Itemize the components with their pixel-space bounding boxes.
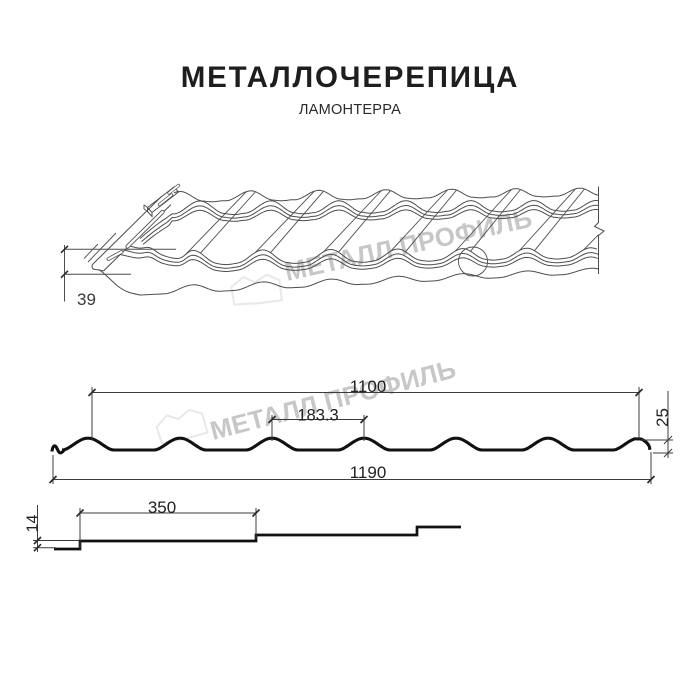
svg-text:350: 350 xyxy=(148,498,176,517)
svg-text:39: 39 xyxy=(77,290,96,309)
svg-text:25: 25 xyxy=(653,408,672,427)
svg-text:1100: 1100 xyxy=(350,377,387,396)
svg-text:14: 14 xyxy=(25,515,42,533)
svg-text:183.3: 183.3 xyxy=(297,407,338,425)
svg-text:1190: 1190 xyxy=(350,463,387,482)
svg-text:МЕТАЛЛ ПРОФИЛЬ: МЕТАЛЛ ПРОФИЛЬ xyxy=(207,354,459,446)
